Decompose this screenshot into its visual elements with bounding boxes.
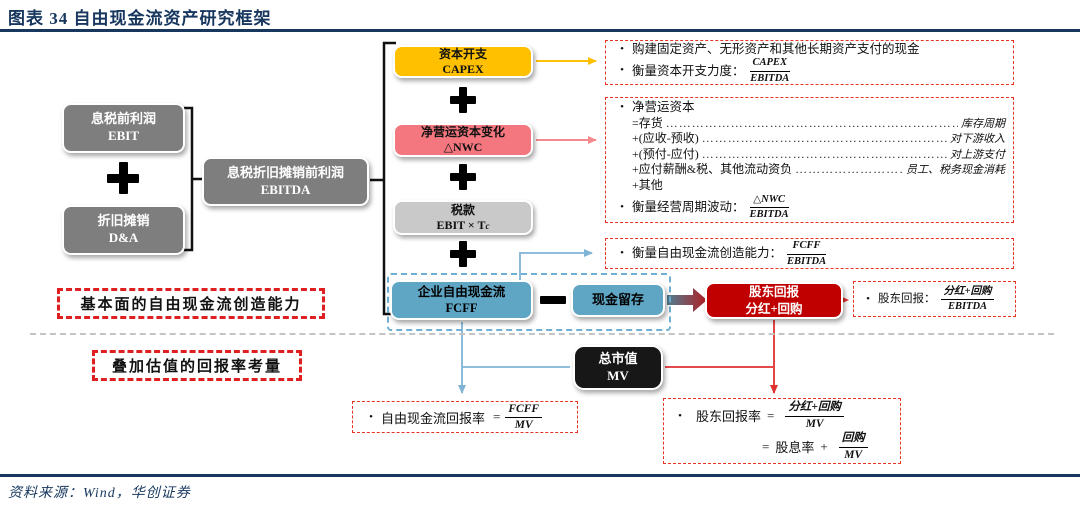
node-capex: 资本开支 CAPEX: [393, 45, 533, 78]
plus-operator: [107, 162, 139, 194]
formula-term: 股息率: [775, 440, 815, 455]
bullet-icon: •: [620, 64, 624, 77]
nwc-row: +应付薪酬&税、其他流动资负 …………………………………… 员工、税务现金消耗: [632, 162, 1005, 177]
node-sublabel: EBIT: [107, 128, 140, 143]
bullet-icon: •: [620, 101, 624, 114]
node-label: 现金留存: [591, 291, 644, 307]
node-label: 息税折旧摊销前利润: [226, 164, 344, 180]
node-sublabel: EBITDA: [260, 181, 311, 197]
bullet-icon: •: [620, 42, 624, 55]
minus-operator: [540, 296, 566, 304]
note-text: 购建固定资产、无形资产和其他长期资产支付的现金: [632, 41, 920, 56]
node-sublabel: MV: [607, 367, 629, 383]
node-sublabel: EBIT × Tc: [436, 217, 490, 232]
formula-shareholder-return: • 股东回报率 = 分红+回购 MV = 股息率 + 回购 MV: [663, 398, 901, 464]
nwc-row: +(应收-预收) …………………………………………………………………… 对下游收…: [632, 131, 1005, 146]
fraction: 分红+回购 MV: [785, 401, 844, 430]
section-label-fundamental: 基本面的自由现金流创造能力: [57, 288, 325, 319]
formula-label: 股东回报率: [696, 409, 762, 424]
source-note: 资料来源：Wind，华创证券: [8, 486, 191, 501]
equals-sign: =: [767, 407, 775, 423]
node-sublabel: FCFF: [445, 301, 478, 315]
equals-sign: =: [762, 438, 770, 454]
nwc-row: +(预付-应付) …………………………………………………………………… 对上游支…: [632, 146, 1005, 161]
note-capex: • 购建固定资产、无形资产和其他长期资产支付的现金 • 衡量资本开支力度： CA…: [605, 40, 1014, 85]
plus-operator: [450, 241, 476, 267]
formula-label: 自由现金流回报率: [381, 410, 486, 426]
node-label: 企业自由现金流: [417, 284, 506, 299]
node-label: 股东回报: [748, 284, 799, 299]
note-text: 股东回报：: [878, 292, 936, 305]
node-nwc: 净营运资本变化 △NWC: [393, 123, 533, 157]
fcff-dashed-frame: [387, 273, 671, 331]
bullet-icon: •: [369, 411, 373, 423]
note-nwc: • 净营运资本 =存货 …………………………………………………………………… 库…: [605, 97, 1014, 223]
formula-fcf-return: • 自由现金流回报率 = FCFF MV: [352, 401, 578, 433]
bullet-icon: •: [678, 409, 682, 422]
bullet-icon: •: [620, 200, 624, 213]
fraction: FCFF EBITDA: [787, 240, 827, 267]
section-divider: [30, 333, 1054, 335]
gradient-arrow: [667, 288, 707, 312]
dotted-leader: ……………………………………: [795, 162, 903, 177]
node-ebitda: 息税折旧摊销前利润 EBITDA: [202, 157, 369, 206]
node-sublabel: 分红+回购: [745, 301, 803, 316]
node-label: 息税前利润: [90, 111, 156, 127]
node-label: 税款: [450, 202, 475, 217]
node-market-value: 总市值 MV: [573, 345, 663, 390]
node-sublabel: D&A: [108, 230, 139, 245]
title-rule: [0, 29, 1080, 32]
dotted-leader: ……………………………………………………………………: [665, 115, 958, 130]
dotted-leader: ……………………………………………………………………: [701, 146, 947, 161]
node-sublabel: △NWC: [443, 140, 483, 154]
node-label: 资本开支: [438, 46, 487, 61]
nwc-row: =存货 …………………………………………………………………… 库存周期: [632, 115, 1005, 130]
bullet-icon: •: [866, 292, 870, 305]
node-tax: 税款 EBIT × Tc: [393, 200, 533, 235]
fraction: △NWC EBITDA: [749, 193, 789, 221]
fraction: FCFF MV: [505, 403, 543, 432]
node-da: 折旧摊销 D&A: [62, 205, 185, 255]
fraction: 分红+回购 EBITDA: [940, 286, 995, 313]
note-text: 衡量自由现金流创造能力：: [632, 246, 783, 261]
note-text: 衡量资本开支力度：: [632, 63, 745, 78]
equals-sign: =: [493, 409, 501, 424]
fraction: CAPEX EBITDA: [749, 57, 790, 84]
fraction: 回购 MV: [838, 432, 868, 461]
node-shareholder-return: 股东回报 分红+回购: [705, 282, 843, 319]
node-cash-retained: 现金留存: [571, 283, 665, 317]
nwc-row: +其他: [632, 178, 663, 193]
node-ebit: 息税前利润 EBIT: [62, 103, 185, 153]
bracket-left: [184, 106, 202, 252]
node-label: 净营运资本变化: [420, 125, 505, 139]
bullet-icon: •: [620, 247, 624, 260]
node-label: 折旧摊销: [97, 213, 150, 229]
note-text: 衡量经营周期波动：: [632, 199, 745, 214]
plus-operator: [450, 164, 476, 190]
section-label-valuation: 叠加估值的回报率考量: [92, 350, 302, 381]
note-shareholder: • 股东回报： 分红+回购 EBITDA: [853, 281, 1016, 317]
node-label: 总市值: [598, 350, 638, 366]
node-fcff: 企业自由现金流 FCFF: [390, 280, 533, 320]
bottom-rule: [0, 474, 1080, 477]
note-fcff: • 衡量自由现金流创造能力： FCFF EBITDA: [605, 238, 1014, 269]
figure-title: 图表 34 自由现金流资产研究框架: [8, 9, 272, 28]
node-sublabel: CAPEX: [442, 61, 484, 76]
note-text: 净营运资本: [632, 100, 695, 115]
plus-operator: [450, 87, 476, 113]
plus-sign: +: [820, 438, 828, 454]
dotted-leader: ……………………………………………………………………: [701, 131, 947, 146]
